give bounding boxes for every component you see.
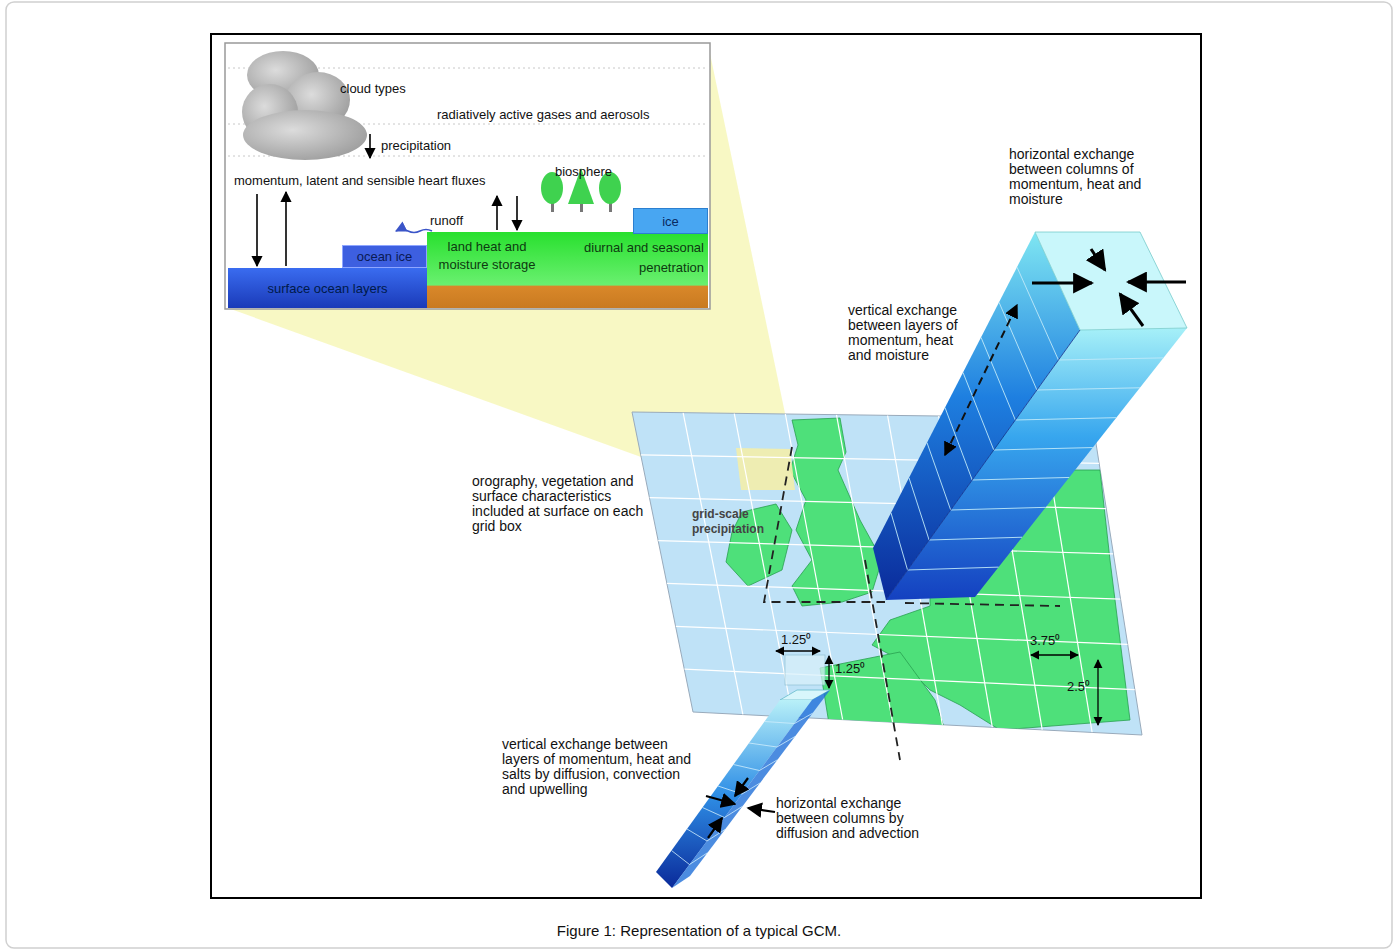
layer-line <box>777 737 795 748</box>
layer-line <box>972 477 1069 480</box>
annotation: runoff <box>430 213 490 228</box>
layer-line <box>725 806 743 817</box>
layer-line <box>672 851 690 865</box>
annotation: momentum, latent and sensible heart flux… <box>234 173 544 188</box>
dimension-label: 3.75⁰ <box>1030 633 1080 648</box>
annotation: grid-scale precipitation <box>692 507 792 537</box>
layer-line <box>909 478 929 540</box>
layer-line <box>703 808 725 818</box>
layer-line <box>742 783 760 794</box>
figure-caption: Figure 1: Representation of a typical GC… <box>0 922 1398 939</box>
layer-line <box>951 507 1046 510</box>
box-text: ocean ice <box>357 249 413 264</box>
layer-line <box>687 829 707 841</box>
annotation: horizontal exchange between columns by d… <box>776 796 946 841</box>
ocean-band: surface ocean layers <box>228 268 427 308</box>
layer-line <box>795 713 813 723</box>
ice-box: ocean ice <box>342 245 427 268</box>
layer-line <box>734 765 760 771</box>
layer-line <box>908 567 999 570</box>
annotation: vertical exchange between layers of mome… <box>502 737 692 797</box>
annotation: biosphere <box>555 164 635 179</box>
annotation: radiatively active gases and aerosols <box>437 107 717 122</box>
annotation: orography, vegetation and surface charac… <box>472 474 657 534</box>
layer-line <box>690 853 708 865</box>
layer-line <box>749 743 777 747</box>
dimension-label: 1.25⁰ <box>781 632 831 647</box>
layer-line <box>945 408 972 480</box>
layer-line <box>929 537 1022 540</box>
box-text: surface ocean layers <box>268 281 388 296</box>
annotation: horizontal exchange between columns of m… <box>1009 147 1169 207</box>
layer-line <box>1017 267 1058 360</box>
layer-line <box>994 448 1093 450</box>
layer-line <box>999 302 1037 390</box>
annotation: cloud types <box>340 81 460 96</box>
box-text: ice <box>662 214 679 229</box>
layer-line <box>1037 388 1140 390</box>
dimension-label: 2.5⁰ <box>1067 679 1117 694</box>
ice-box: ice <box>633 208 708 234</box>
dimension-label: 1.25⁰ <box>835 661 885 676</box>
box-text: land heat and moisture storage <box>431 238 543 274</box>
layer-line <box>981 337 1015 420</box>
annotation: vertical exchange between layers of mome… <box>848 303 978 363</box>
layer-line <box>765 722 795 724</box>
land-band: land heat and moisture storage diurnal an… <box>427 232 708 308</box>
layer-line <box>760 760 778 771</box>
layer-line <box>891 513 908 570</box>
layer-line <box>1015 418 1116 420</box>
box-text: diurnal and seasonal penetration <box>554 238 704 278</box>
grid-line <box>785 414 842 720</box>
annotation: precipitation <box>381 138 501 153</box>
layer-line <box>1058 358 1163 360</box>
